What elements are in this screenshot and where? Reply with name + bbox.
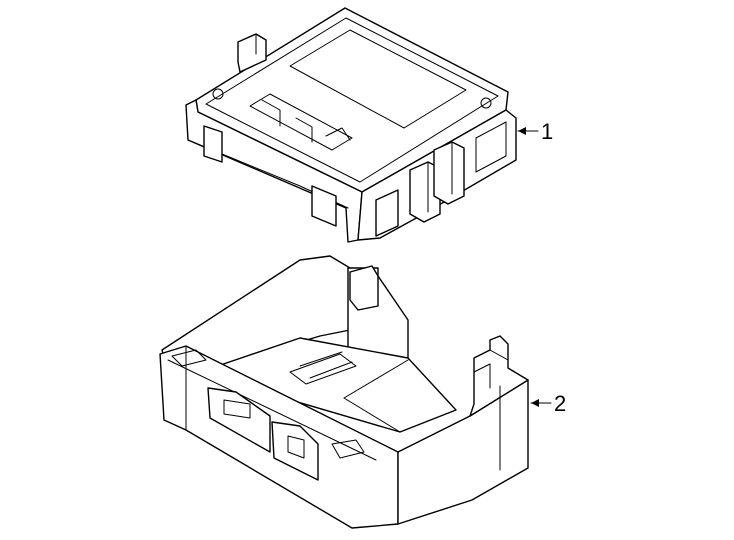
control-module-part-1 <box>185 7 517 243</box>
arrowhead-icon <box>531 399 539 407</box>
callout-2: 2 <box>530 391 566 416</box>
callout-number-2: 2 <box>554 391 566 416</box>
callout-1: 1 <box>517 119 553 144</box>
bracket-part-2 <box>159 255 529 529</box>
callout-number-1: 1 <box>541 119 553 144</box>
arrowhead-icon <box>518 127 526 135</box>
